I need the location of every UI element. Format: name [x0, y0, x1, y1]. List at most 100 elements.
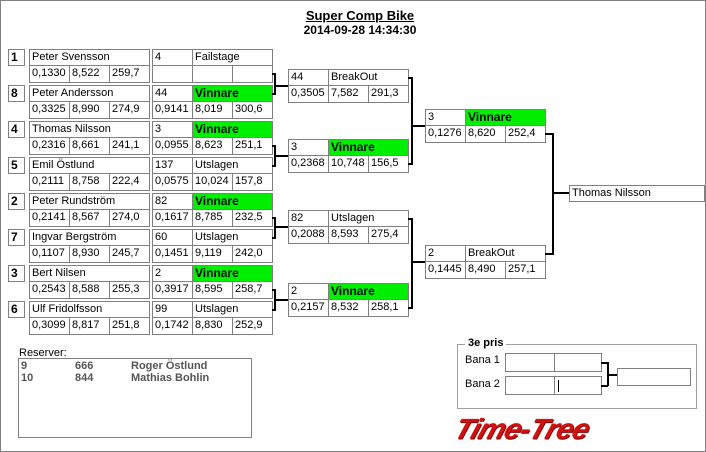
bracket-line [412, 261, 425, 263]
result-status: Utslagen [195, 159, 239, 171]
result-status: Vinnare [329, 140, 408, 155]
bracket-line [275, 85, 288, 87]
speed: 300,6 [235, 103, 263, 115]
racer-name: Emil Östlund [32, 159, 95, 171]
lane1-field[interactable] [505, 353, 602, 372]
time-tree-logo: Time-Tree [450, 413, 594, 446]
speed: 291,3 [371, 87, 399, 99]
lane2-field[interactable] [505, 376, 602, 395]
racer-number: 82 [153, 194, 193, 209]
seed-number: 7 [8, 229, 25, 246]
result-status: BreakOut [331, 71, 378, 83]
speed: 275,4 [371, 228, 399, 240]
reserves-label: Reserver: [19, 347, 67, 359]
result-status: Vinnare [466, 110, 545, 125]
reaction-time: 0,3325 [30, 102, 70, 118]
reaction-time: 0,1445 [426, 262, 466, 278]
seed-number: 4 [8, 121, 25, 138]
speed [233, 66, 272, 82]
third-place-label: 3e pris [465, 337, 507, 349]
bracket-line [408, 163, 413, 165]
result-status: Vinnare [193, 122, 272, 137]
racer-number: 2 [289, 284, 329, 299]
racer-number: 2 [153, 266, 193, 281]
elapsed-time: 8,623 [193, 138, 233, 154]
speed: 255,3 [112, 283, 140, 295]
seed-number: 6 [8, 301, 25, 318]
bracket-line [601, 385, 608, 387]
bracket-line [274, 73, 276, 95]
elapsed-time: 8,817 [70, 318, 110, 334]
racer-number: 99 [153, 302, 193, 317]
bracket-line [601, 362, 608, 364]
reserve-number: 844 [75, 372, 94, 384]
racer-name: Ingvar Bergström [32, 231, 117, 243]
reaction-time: 0,3099 [30, 318, 70, 334]
reaction-time [153, 66, 193, 82]
bracket-line [411, 218, 413, 309]
racer-number: 137 [153, 158, 193, 173]
speed: 274,0 [112, 211, 140, 223]
reaction-time: 0,2316 [30, 138, 70, 154]
lane1-label: Bana 1 [465, 354, 500, 366]
reaction-time: 0,1451 [153, 246, 193, 262]
racer-number: 3 [426, 110, 466, 125]
bracket-line [545, 133, 554, 135]
reaction-time: 0,1107 [30, 246, 70, 262]
racer-name: Ulf Fridolfsson [32, 303, 103, 315]
bracket-line [275, 299, 288, 301]
speed: 245,7 [112, 247, 140, 259]
lane2-label: Bana 2 [465, 378, 500, 390]
elapsed-time: 8,490 [466, 262, 506, 278]
racer-number: 82 [289, 211, 329, 226]
racer-name: Peter Andersson [32, 87, 114, 99]
racer-number: 2 [426, 246, 466, 261]
speed: 251,8 [112, 319, 140, 331]
bracket-line [412, 125, 425, 127]
reaction-time: 0,2141 [30, 210, 70, 226]
seed-number: 3 [8, 265, 25, 282]
reserves-list[interactable]: 9 666 Roger Östlund 10 844 Mathias Bohli… [18, 358, 252, 438]
third-place-winner-field[interactable] [617, 368, 691, 386]
speed: 258,7 [235, 283, 263, 295]
racer-name: Thomas Nilsson [32, 123, 111, 135]
speed: 241,1 [112, 139, 140, 151]
elapsed-time: 8,930 [70, 246, 110, 262]
elapsed-time [193, 66, 233, 82]
champion-box[interactable]: Thomas Nilsson [569, 185, 705, 202]
elapsed-time: 8,595 [193, 282, 233, 298]
reaction-time: 0,0955 [153, 138, 193, 154]
racer-number: 3 [289, 140, 329, 155]
event-title: Super Comp Bike [305, 8, 415, 23]
reserve-number: 666 [75, 360, 94, 372]
speed: 251,1 [235, 139, 263, 151]
elapsed-time: 8,830 [193, 318, 233, 334]
reaction-time: 0,2543 [30, 282, 70, 298]
reaction-time: 0,1330 [30, 66, 70, 82]
bracket-line [545, 253, 554, 255]
bracket-line [552, 133, 554, 255]
elapsed-time: 8,661 [70, 138, 110, 154]
